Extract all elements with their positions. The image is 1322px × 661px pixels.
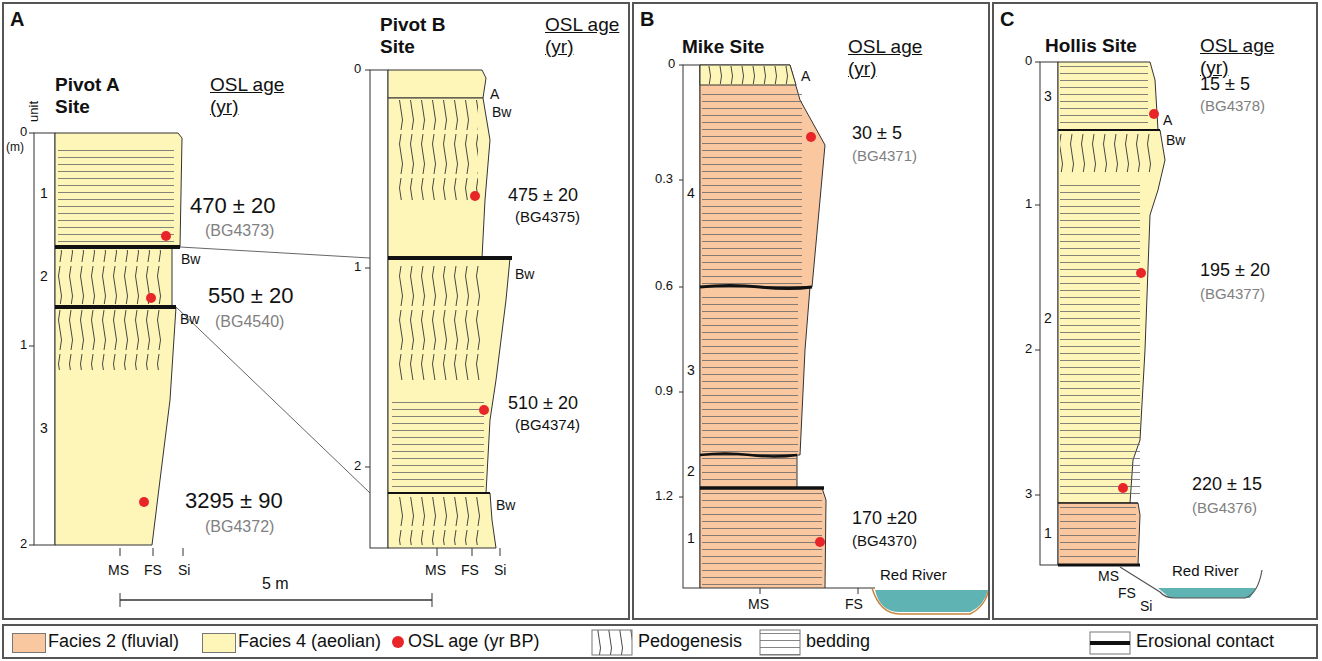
column-label: (BG4540): [215, 313, 284, 331]
column-label: Bw: [515, 266, 534, 282]
column-label: 1: [20, 338, 27, 353]
column-label: A: [801, 68, 810, 84]
column-label: Red River: [880, 566, 947, 583]
legend-swatch: [202, 633, 236, 653]
column-label: (BG4376): [1192, 499, 1257, 516]
legend-text: bedding: [806, 631, 870, 652]
column-label: Si: [494, 562, 506, 578]
column-label: A: [490, 86, 499, 102]
panel-letter: C: [1000, 8, 1014, 31]
column-label: 2: [40, 268, 48, 284]
legend-text: OSL age (yr BP): [408, 631, 539, 652]
column-label: (BG4378): [1200, 97, 1265, 114]
column-label: 550 ± 20: [208, 283, 293, 308]
legend-text: Facies 2 (fluvial): [48, 631, 179, 652]
column-label: 0.9: [655, 384, 673, 399]
column-label: 0: [668, 57, 675, 72]
site-title: Pivot B Site: [380, 14, 460, 58]
column-label: 1.2: [655, 489, 673, 504]
column-label: 1: [354, 260, 361, 275]
column-label: unit: [27, 101, 42, 122]
column-label: MS: [425, 562, 446, 578]
column-label: 1: [687, 530, 695, 546]
column-label: 3: [40, 420, 48, 436]
panel-frame: C: [992, 2, 1318, 620]
column-label: MS: [108, 562, 129, 578]
column-label: 2: [1025, 342, 1032, 357]
column-heading: OSL age (yr): [545, 14, 625, 58]
column-label: (BG4373): [205, 222, 274, 240]
column-heading: OSL age (yr): [848, 36, 928, 80]
column-label: 220 ± 15: [1192, 474, 1262, 495]
column-label: (BG4371): [852, 147, 917, 164]
column-label: 2: [687, 463, 695, 479]
column-label: 510 ± 20: [508, 393, 578, 414]
column-label: 0: [1025, 54, 1032, 69]
column-label: Bw: [1166, 132, 1185, 148]
column-label: 195 ± 20: [1200, 260, 1270, 281]
column-label: 0.6: [655, 279, 673, 294]
panel-letter: A: [10, 8, 24, 31]
column-label: FS: [845, 596, 863, 612]
column-label: FS: [461, 562, 479, 578]
column-label: 3295 ± 90: [185, 488, 283, 513]
column-label: 2: [20, 537, 27, 552]
column-label: Si: [1140, 598, 1152, 614]
column-label: Red River: [1172, 562, 1239, 579]
column-label: 470 ± 20: [190, 193, 275, 218]
column-label: FS: [1118, 585, 1136, 601]
column-label: 1: [1025, 197, 1032, 212]
column-label: 0: [354, 62, 361, 77]
column-label: MS: [1098, 568, 1119, 584]
column-label: (BG4375): [515, 208, 580, 225]
legend-swatch: [12, 633, 46, 653]
column-label: 3: [1025, 487, 1032, 502]
column-label: Bw: [181, 251, 200, 267]
column-label: Bw: [180, 311, 199, 327]
legend-text: Pedogenesis: [638, 631, 742, 652]
column-label: (BG4370): [852, 532, 917, 549]
column-label: 2: [1044, 310, 1052, 326]
panel-letter: B: [640, 8, 654, 31]
column-label: 15 ± 5: [1200, 74, 1250, 95]
column-label: 3: [1044, 88, 1052, 104]
column-label: FS: [144, 562, 162, 578]
column-label: 170 ±20: [852, 508, 917, 529]
column-label: 1: [1044, 525, 1052, 541]
column-label: Bw: [496, 497, 515, 513]
column-label: (BG4377): [1200, 285, 1265, 302]
site-title: Mike Site: [682, 36, 764, 58]
column-label: 2: [354, 459, 361, 474]
column-label: 30 ± 5: [852, 123, 902, 144]
column-heading: OSL age (yr): [1200, 35, 1280, 79]
column-label: 475 ± 20: [508, 185, 578, 206]
column-label: 3: [687, 362, 695, 378]
site-title: Hollis Site: [1045, 35, 1137, 57]
column-label: MS: [748, 596, 769, 612]
column-label: 0.3: [655, 172, 673, 187]
legend-box: Facies 2 (fluvial) Facies 4 (aeolian) OSL …: [2, 624, 1318, 659]
column-label: Si: [178, 562, 190, 578]
legend-text: Facies 4 (aeolian): [238, 631, 381, 652]
column-label: (BG4372): [205, 518, 274, 536]
site-title: Pivot A Site: [55, 74, 135, 118]
panel-frame: B: [632, 2, 990, 620]
column-label: A: [1163, 112, 1172, 128]
column-heading: OSL age (yr): [210, 74, 290, 118]
column-label: (BG4374): [515, 416, 580, 433]
column-label: Bw: [492, 104, 511, 120]
legend-text: Erosional contact: [1136, 631, 1274, 652]
column-label: 1: [40, 185, 48, 201]
column-label: 5 m: [262, 575, 289, 593]
column-label: 4: [687, 185, 695, 201]
column-label: 0: [20, 125, 27, 140]
column-label: (m): [6, 141, 24, 155]
